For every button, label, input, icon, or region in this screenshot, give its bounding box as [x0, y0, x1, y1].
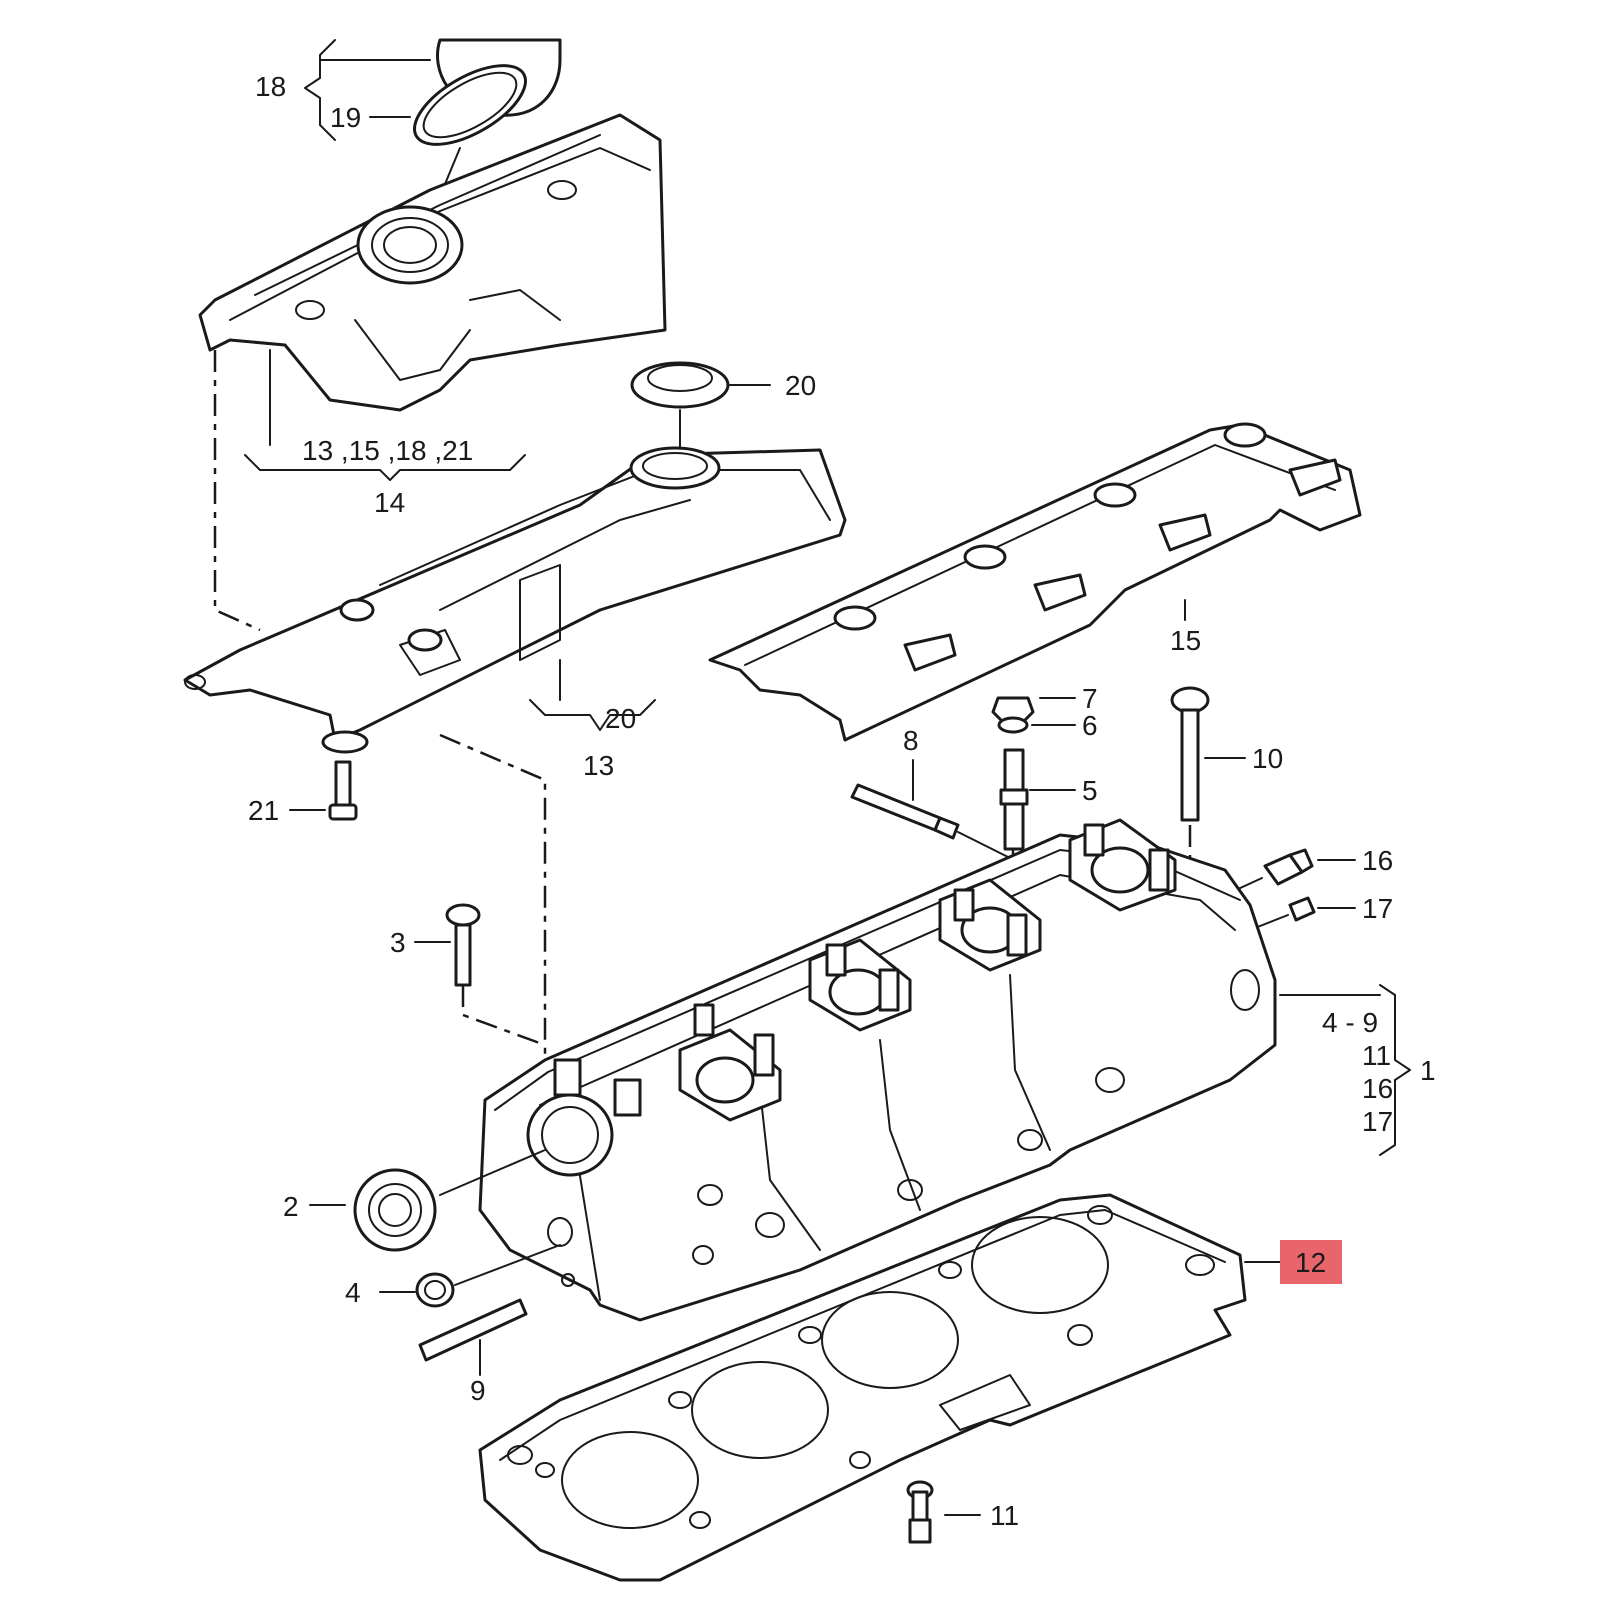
callout-12-highlight	[1280, 1240, 1342, 1284]
stud-5	[999, 748, 1029, 851]
seal-2-axis	[439, 1149, 546, 1196]
bracket-group-1	[1379, 984, 1411, 1156]
bracket-group-13	[529, 699, 656, 731]
callout-3: 3	[390, 927, 406, 958]
alignment-line-center	[439, 733, 547, 1060]
callout-9: 9	[470, 1375, 486, 1406]
seal-ring-20	[630, 361, 730, 409]
bolt-3	[445, 903, 481, 987]
bushing-4-axis	[454, 1244, 561, 1286]
cylinder-head	[478, 818, 1277, 1322]
callout-group-1-item-16: 16	[1362, 1073, 1393, 1104]
plug-17-axis	[1254, 914, 1289, 929]
oil-seal-2	[353, 1168, 437, 1252]
callout-16: 16	[1362, 845, 1393, 876]
callout-6: 6	[1082, 710, 1098, 741]
callout-5: 5	[1082, 775, 1098, 806]
callout-20-bottom: 20	[605, 703, 636, 734]
callout-8: 8	[903, 725, 919, 756]
stud-8	[850, 783, 960, 840]
callout-12: 12	[1295, 1247, 1326, 1278]
callout-group-1-item-17: 17	[1362, 1106, 1393, 1137]
callout-11: 11	[990, 1500, 1019, 1531]
callout-20-top: 20	[785, 370, 816, 401]
bolt-21	[321, 730, 369, 821]
callout-group-14-items: 13 ,15 ,18 ,21	[302, 435, 473, 466]
callout-13: 13	[583, 750, 614, 781]
sender-16	[1263, 848, 1314, 886]
bracket-group-18	[304, 39, 336, 141]
bushing-4	[415, 1272, 455, 1308]
valve-cover	[198, 113, 667, 412]
callout-18: 18	[255, 71, 286, 102]
stud-9	[418, 1298, 528, 1362]
bracket-group-14	[244, 454, 526, 481]
sensor-11	[906, 1480, 934, 1544]
callout-17: 17	[1362, 893, 1393, 924]
callout-group-1-range: 4 - 9	[1322, 1007, 1378, 1038]
alignment-line-left	[213, 350, 261, 632]
cylinder-head-cover	[183, 446, 847, 742]
callout-14: 14	[374, 487, 405, 518]
callout-1: 1	[1420, 1055, 1436, 1086]
callout-21: 21	[248, 795, 279, 826]
valve-cover-gasket-15	[708, 422, 1362, 742]
callout-19: 19	[330, 102, 361, 133]
washer-6	[997, 716, 1029, 734]
bolt-10	[1170, 686, 1210, 822]
stud-8-axis	[957, 831, 1011, 859]
oil-filler-cap	[413, 38, 562, 146]
callout-15: 15	[1170, 625, 1201, 656]
callout-7: 7	[1082, 683, 1098, 714]
plug-17	[1288, 896, 1316, 922]
callout-10: 10	[1252, 743, 1283, 774]
bolt-3-axis	[461, 985, 546, 1047]
callout-group-1-item-11: 11	[1362, 1040, 1391, 1071]
head-gasket-12	[478, 1193, 1247, 1582]
callout-4: 4	[345, 1277, 361, 1308]
callout-2: 2	[283, 1191, 299, 1222]
